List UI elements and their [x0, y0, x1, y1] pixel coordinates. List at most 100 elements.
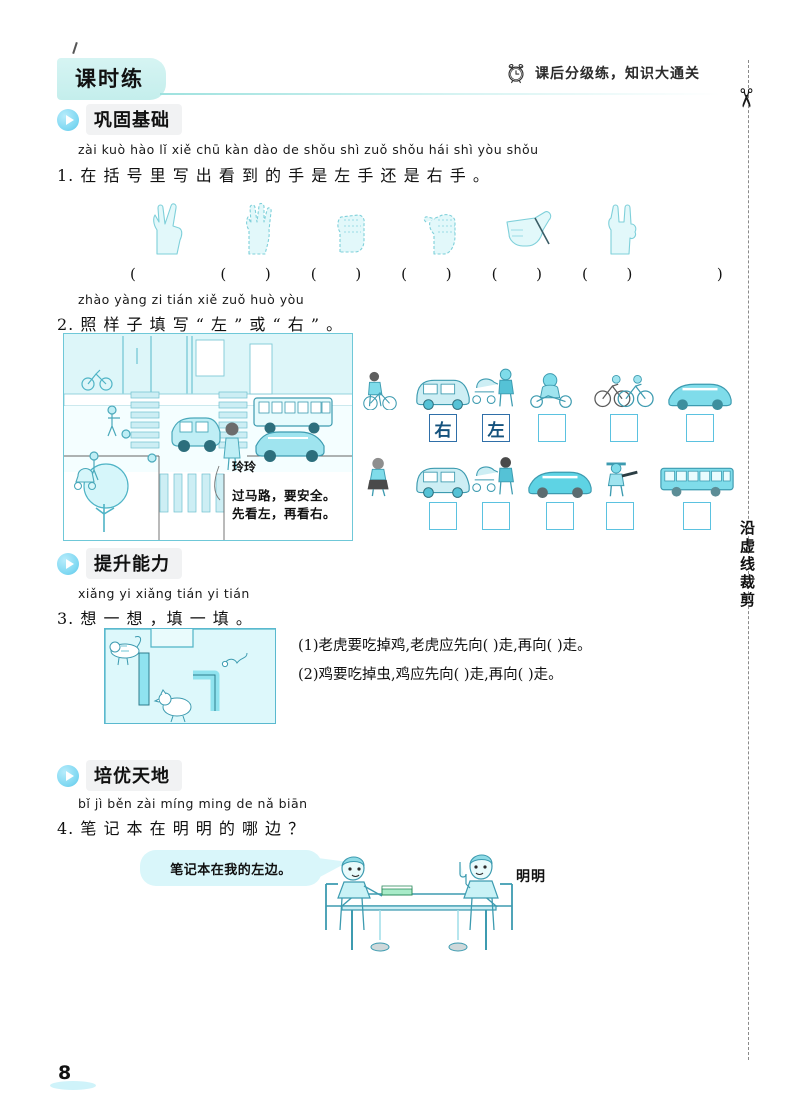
- maze-diagram: [104, 628, 276, 724]
- chicken-icon: [153, 689, 192, 723]
- hand-answer-3[interactable]: ( ): [310, 265, 474, 283]
- scene-character-name: 玲玲: [232, 460, 257, 474]
- grid-item-two-bicycles: [592, 366, 656, 442]
- question-2-text: 2. 照 样 子 填 写 “ 左 ” 或 “ 右 ” 。: [57, 311, 343, 335]
- hand-gesture-row: ( ) ( ) ( ) ( ): [130, 196, 745, 286]
- question-4-text-wrap: 4. 笔 记 本 在 明 明 的 哪 边 ？: [57, 815, 305, 839]
- hand-thumb-side-icon: [423, 214, 456, 255]
- vehicle-grid-row-2: [358, 454, 738, 542]
- minivan-icon: [410, 366, 476, 410]
- grid-item-person-stroller: 左: [466, 366, 526, 442]
- speech-bubble: 笔记本在我的左边。: [140, 850, 322, 886]
- dashed-cut-line: [748, 60, 749, 1060]
- grid-item-person-stroller-2: [466, 454, 526, 530]
- scene-caption-line1: 过马路，要安全。: [232, 488, 337, 503]
- question-3-pinyin: xiǎng yi xiǎng tián yi tián: [78, 586, 250, 601]
- alarm-clock-icon: [508, 63, 524, 84]
- play-bullet-icon: [57, 108, 79, 131]
- answer-box-r2c4[interactable]: [546, 502, 574, 530]
- worm-icon: [221, 652, 248, 668]
- grid-item-scooter-rider: [524, 366, 580, 442]
- section-header-basics: 巩固基础: [57, 104, 182, 135]
- question-3-pinyin-wrap: xiǎng yi xiǎng tián yi tián: [78, 586, 250, 601]
- hand-answer-2[interactable]: ( ): [220, 265, 384, 283]
- speech-bubble-tail: [318, 858, 348, 878]
- question-1-text: 1. 在 括 号 里 写 出 看 到 的 手 是 左 手 还 是 右 手 。: [57, 162, 490, 186]
- cut-instruction-text: 沿虚线裁剪: [738, 520, 755, 610]
- banner-underline: [160, 93, 720, 95]
- question-1-pinyin: zài kuò hào lǐ xiě chū kàn dào de shǒu s…: [78, 142, 539, 157]
- tiger-icon: [109, 636, 142, 666]
- traffic-police-icon: [592, 454, 648, 498]
- section-label-basics: 巩固基础: [86, 104, 182, 135]
- question-4-text: 4. 笔 记 本 在 明 明 的 哪 边 ？: [57, 815, 305, 839]
- page-number: 8: [58, 1062, 72, 1084]
- scooter-rider-icon: [524, 366, 580, 410]
- question-1-text-wrap: 1. 在 括 号 里 写 出 看 到 的 手 是 左 手 还 是 右 手 。: [57, 162, 490, 186]
- kids-table-art: [325, 854, 513, 952]
- minivan-2-icon: [410, 454, 476, 498]
- sedan-car-icon: [664, 366, 736, 410]
- grid-item-sedan-car: [664, 366, 736, 442]
- hand-fist-icon: [337, 214, 365, 253]
- header-tagline: 课后分级练，知识大通关: [535, 66, 700, 82]
- play-bullet-icon-3: [57, 764, 79, 787]
- grid-item-boy-on-bicycle: [358, 366, 402, 410]
- header-tagline-group: 课后分级练，知识大通关: [505, 62, 700, 84]
- grid-item-taxi-car: [524, 454, 596, 530]
- hand-victory-icon: [153, 203, 183, 255]
- question-3-line-1[interactable]: (1)老虎要吃掉鸡,老虎应先向( )走,再向( )走。: [298, 638, 592, 654]
- question-3-text-wrap: 3. 想 一 想 ，填 一 填 。: [57, 605, 253, 629]
- grid-item-city-bus: [656, 454, 738, 530]
- grid-item-minivan: 右: [410, 366, 476, 442]
- question-4-pinyin-wrap: bǐ jì běn zài míng ming de nǎ biān: [78, 796, 308, 811]
- hand-pointing-icon: [506, 211, 551, 247]
- vehicle-grid-row-1: 右 左: [358, 366, 738, 454]
- section-header-ability: 提升能力: [57, 548, 182, 579]
- question-2-body: 照 样 子 填 写 “ 左 ” 或 “ 右 ” 。: [80, 315, 344, 334]
- question-1-number: 1.: [57, 166, 75, 185]
- banner-tick-mark: [72, 41, 78, 55]
- hand-item-2: ( ): [220, 196, 384, 286]
- question-3-number: 3.: [57, 609, 75, 628]
- hand-answer-5[interactable]: ( ): [491, 265, 655, 283]
- section-header-advanced: 培优天地: [57, 760, 182, 791]
- answer-box-r1c5[interactable]: [610, 414, 638, 442]
- answer-box-r2c2[interactable]: [429, 502, 457, 530]
- hand-item-3: ( ): [310, 196, 474, 286]
- grid-item-traffic-police: [592, 454, 648, 530]
- hand-four-fingers-icon: [246, 202, 273, 255]
- play-bullet-icon-2: [57, 552, 79, 575]
- question-2-text-wrap: 2. 照 样 子 填 写 “ 左 ” 或 “ 右 ” 。: [57, 311, 343, 335]
- scene-caption-line2: 先看左，再看右。: [232, 506, 337, 522]
- hand-item-6: ( ): [581, 196, 745, 286]
- section-label-ability: 提升能力: [86, 548, 182, 579]
- two-bicycles-icon: [592, 366, 656, 410]
- question-3-line-2[interactable]: (2)鸡要吃掉虫,鸡应先向( )走,再向( )走。: [298, 667, 563, 683]
- hand-item-5: ( ): [491, 196, 655, 286]
- question-3-body: 想 一 想 ，填 一 填 。: [80, 609, 253, 628]
- answer-box-r2c5[interactable]: [606, 502, 634, 530]
- page-title: 课时练: [57, 58, 166, 100]
- grid-item-girl-walking: [358, 454, 402, 498]
- answer-box-r2c3[interactable]: [482, 502, 510, 530]
- question-2-number: 2.: [57, 315, 75, 334]
- hand-answer-1[interactable]: ( ): [130, 265, 293, 283]
- hand-answer-6[interactable]: ( ): [581, 265, 745, 283]
- question-3-answer-lines: (1)老虎要吃掉鸡,老虎应先向( )走,再向( )走。 (2)鸡要吃掉虫,鸡应先…: [298, 632, 592, 690]
- boy-on-bicycle-icon: [358, 366, 402, 410]
- answer-box-r1c6[interactable]: [686, 414, 714, 442]
- hand-answer-4[interactable]: ( ): [401, 265, 564, 283]
- question-3-text: 3. 想 一 想 ，填 一 填 。: [57, 605, 253, 629]
- grid-item-minivan-2: [410, 454, 476, 530]
- person-stroller-2-icon: [466, 454, 526, 498]
- maze-art: [105, 629, 275, 723]
- hand-rock-horns-icon: [608, 204, 637, 255]
- section-label-advanced: 培优天地: [86, 760, 182, 791]
- answer-box-r1c3[interactable]: 左: [482, 414, 510, 442]
- answer-box-r1c4[interactable]: [538, 414, 566, 442]
- answer-box-r2c6[interactable]: [683, 502, 711, 530]
- girl-walking-icon: [358, 454, 402, 498]
- answer-box-r1c2[interactable]: 右: [429, 414, 457, 442]
